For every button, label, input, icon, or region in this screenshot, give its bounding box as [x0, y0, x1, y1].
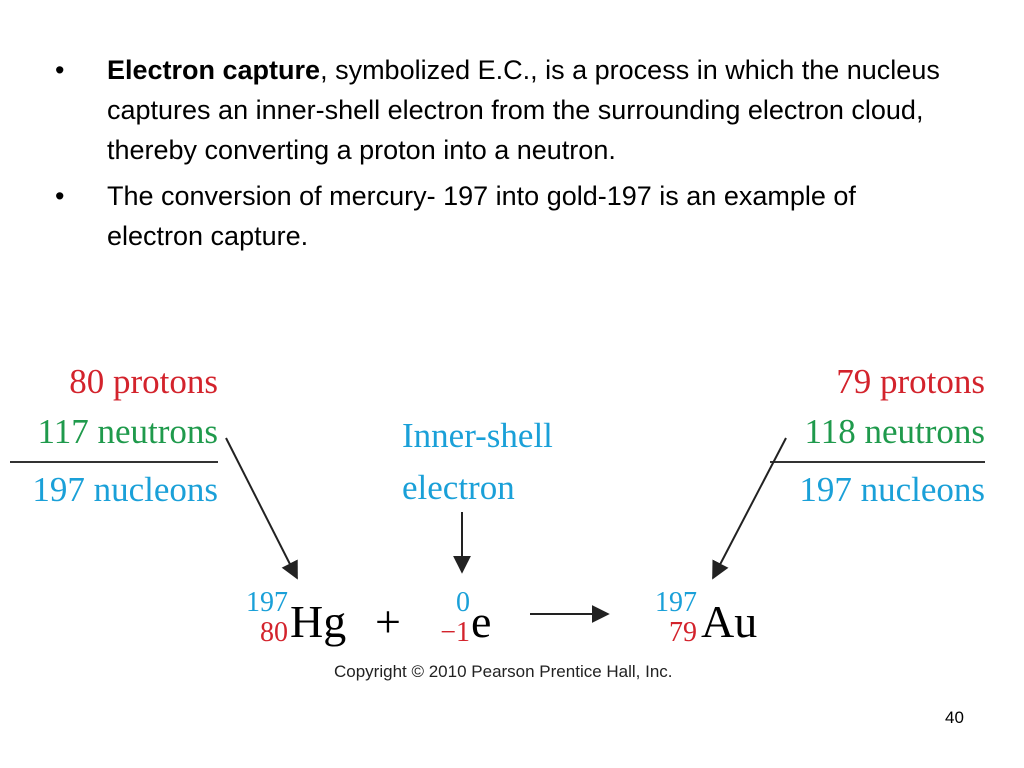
gold-neutrons: 118 neutrons — [804, 412, 986, 451]
mercury-symbol: Hg — [290, 596, 347, 647]
electron-mass-number: 0 — [456, 587, 470, 618]
divider-rule — [10, 461, 218, 463]
gold-atomic-number: 79 — [669, 617, 697, 648]
bullet-mercury-example: • The conversion of mercury- 197 into go… — [55, 176, 955, 256]
inner-shell-electron-label: Inner-shell electron — [402, 410, 553, 514]
electron-particle: 0 −1 e — [425, 585, 505, 655]
gold-nucleons: 197 nucleons — [799, 470, 985, 509]
mercury-nucleon-box: 80 protons 117 neutrons 197 nucleons — [10, 357, 218, 515]
bullet-marker: • — [55, 181, 65, 211]
plus-sign: + — [375, 596, 401, 647]
mercury-nucleons: 197 nucleons — [32, 470, 218, 509]
mercury-nuclide: 197 80 Hg — [236, 585, 356, 655]
slide-number: 40 — [945, 708, 964, 727]
gold-protons: 79 protons — [836, 362, 985, 401]
mercury-protons: 80 protons — [69, 362, 218, 401]
left-pointer-arrow — [225, 437, 298, 580]
bullet-text: The conversion of mercury- 197 into gold… — [107, 181, 856, 251]
gold-nuclide: 197 79 Au — [645, 585, 765, 655]
gold-mass-number: 197 — [655, 587, 697, 618]
mercury-atomic-number: 80 — [260, 617, 288, 648]
electron-charge: −1 — [440, 617, 470, 648]
mercury-mass-number: 197 — [246, 587, 288, 618]
bullet-text: , symbolized E.C., is a process in which… — [107, 55, 940, 165]
bullet-electron-capture: • Electron capture, symbolized E.C., is … — [55, 50, 955, 170]
gold-nucleon-box: 79 protons 118 neutrons 197 nucleons — [770, 357, 985, 515]
mercury-neutrons: 117 neutrons — [37, 412, 219, 451]
term-electron-capture: Electron capture — [107, 55, 321, 85]
electron-symbol: e — [471, 596, 492, 647]
bullet-list: • Electron capture, symbolized E.C., is … — [55, 50, 955, 262]
gold-symbol: Au — [701, 596, 758, 647]
inner-shell-label-line2: electron — [402, 468, 515, 507]
divider-rule — [770, 461, 985, 463]
copyright-notice: Copyright © 2010 Pearson Prentice Hall, … — [334, 662, 673, 681]
inner-shell-label-line1: Inner-shell — [402, 416, 553, 455]
bullet-marker: • — [55, 55, 65, 85]
right-pointer-arrow — [712, 437, 787, 580]
